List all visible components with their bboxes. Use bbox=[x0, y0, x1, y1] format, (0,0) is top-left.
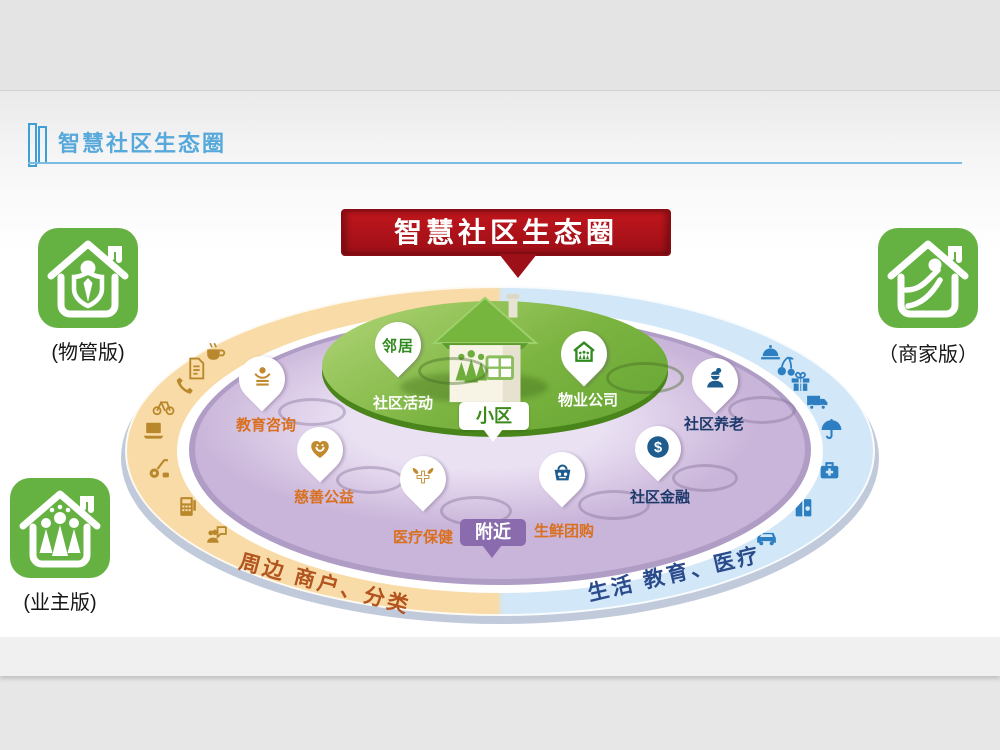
label-finance: 社区金融 bbox=[629, 489, 690, 506]
page-title: 智慧社区生态圈 bbox=[58, 131, 227, 156]
app-label-merchant: （商家版） bbox=[878, 344, 978, 366]
pin-finance: $ bbox=[625, 416, 691, 482]
title-bar-icon bbox=[38, 126, 47, 164]
community-zone-badge: 小区 bbox=[459, 402, 529, 430]
pin-ground-ring bbox=[672, 464, 738, 492]
label-education: 教育咨询 bbox=[235, 417, 296, 434]
label-community-activity: 社区活动 bbox=[372, 395, 433, 412]
app-label-owner: (业主版) bbox=[23, 592, 97, 614]
first-aid-kit-icon bbox=[817, 458, 842, 483]
app-house-merchant-icon bbox=[878, 228, 978, 328]
svg-text:$: $ bbox=[654, 440, 662, 456]
finance-dollar-icon: $ bbox=[644, 433, 672, 466]
pin-ground-ring bbox=[578, 490, 650, 520]
delivery-truck-icon bbox=[805, 389, 830, 414]
pin-ground-ring bbox=[728, 396, 796, 424]
vacuum-cleaner-icon bbox=[146, 456, 171, 481]
pin-ground-ring bbox=[418, 357, 488, 385]
taxi-car-icon bbox=[754, 524, 779, 549]
pin-education bbox=[229, 346, 295, 412]
app-label-property-manager: (物管版) bbox=[51, 342, 125, 364]
label-property-company: 物业公司 bbox=[557, 392, 618, 409]
charity-heart-icon bbox=[306, 434, 334, 467]
pin-ground-ring bbox=[278, 398, 346, 426]
pin-property-company bbox=[551, 321, 617, 387]
top-gray-band bbox=[0, 0, 1000, 91]
elder-care-icon bbox=[702, 365, 729, 397]
cherries-icon bbox=[774, 354, 799, 379]
pin-medical bbox=[390, 446, 456, 512]
neighbors-badge: 邻居 bbox=[381, 337, 414, 355]
food-cloche-icon bbox=[758, 340, 783, 365]
pin-charity bbox=[287, 417, 353, 483]
medical-wing-cross-icon bbox=[409, 463, 437, 496]
document-icon bbox=[184, 356, 209, 381]
title-bar-icon bbox=[28, 123, 37, 167]
grocery-basket-icon bbox=[549, 459, 576, 491]
phone-icon bbox=[172, 374, 197, 399]
education-torch-icon bbox=[249, 363, 276, 395]
pin-elder-care bbox=[682, 348, 748, 414]
laptop-icon bbox=[141, 418, 166, 443]
diagram-title-banner: 智慧社区生态圈 bbox=[341, 209, 671, 256]
app-house-manager-icon bbox=[38, 228, 138, 328]
app-house-family-icon bbox=[10, 478, 110, 578]
bicycle-icon bbox=[151, 393, 176, 418]
property-house-icon bbox=[570, 338, 598, 371]
chat-people-icon bbox=[204, 523, 229, 548]
banner-pointer bbox=[499, 254, 537, 278]
pin-grocery bbox=[529, 442, 595, 508]
label-elder-care: 社区养老 bbox=[683, 416, 744, 433]
gift-icon bbox=[788, 369, 813, 394]
nearby-zone-badge: 附近 bbox=[460, 519, 526, 546]
umbrella-icon bbox=[819, 417, 844, 442]
pin-neighbors: 邻居 bbox=[365, 312, 431, 378]
pos-terminal-icon bbox=[174, 494, 199, 519]
bottom-gray-band bbox=[0, 637, 1000, 676]
community-badge-pointer bbox=[483, 429, 503, 442]
title-underline bbox=[28, 162, 962, 164]
coffee-cup-icon bbox=[202, 340, 227, 365]
pin-ground-ring bbox=[606, 362, 684, 394]
nearby-badge-pointer bbox=[482, 545, 502, 558]
label-charity: 慈善公益 bbox=[293, 489, 354, 506]
label-grocery: 生鲜团购 bbox=[533, 523, 594, 540]
label-medical: 医疗保健 bbox=[392, 529, 453, 546]
